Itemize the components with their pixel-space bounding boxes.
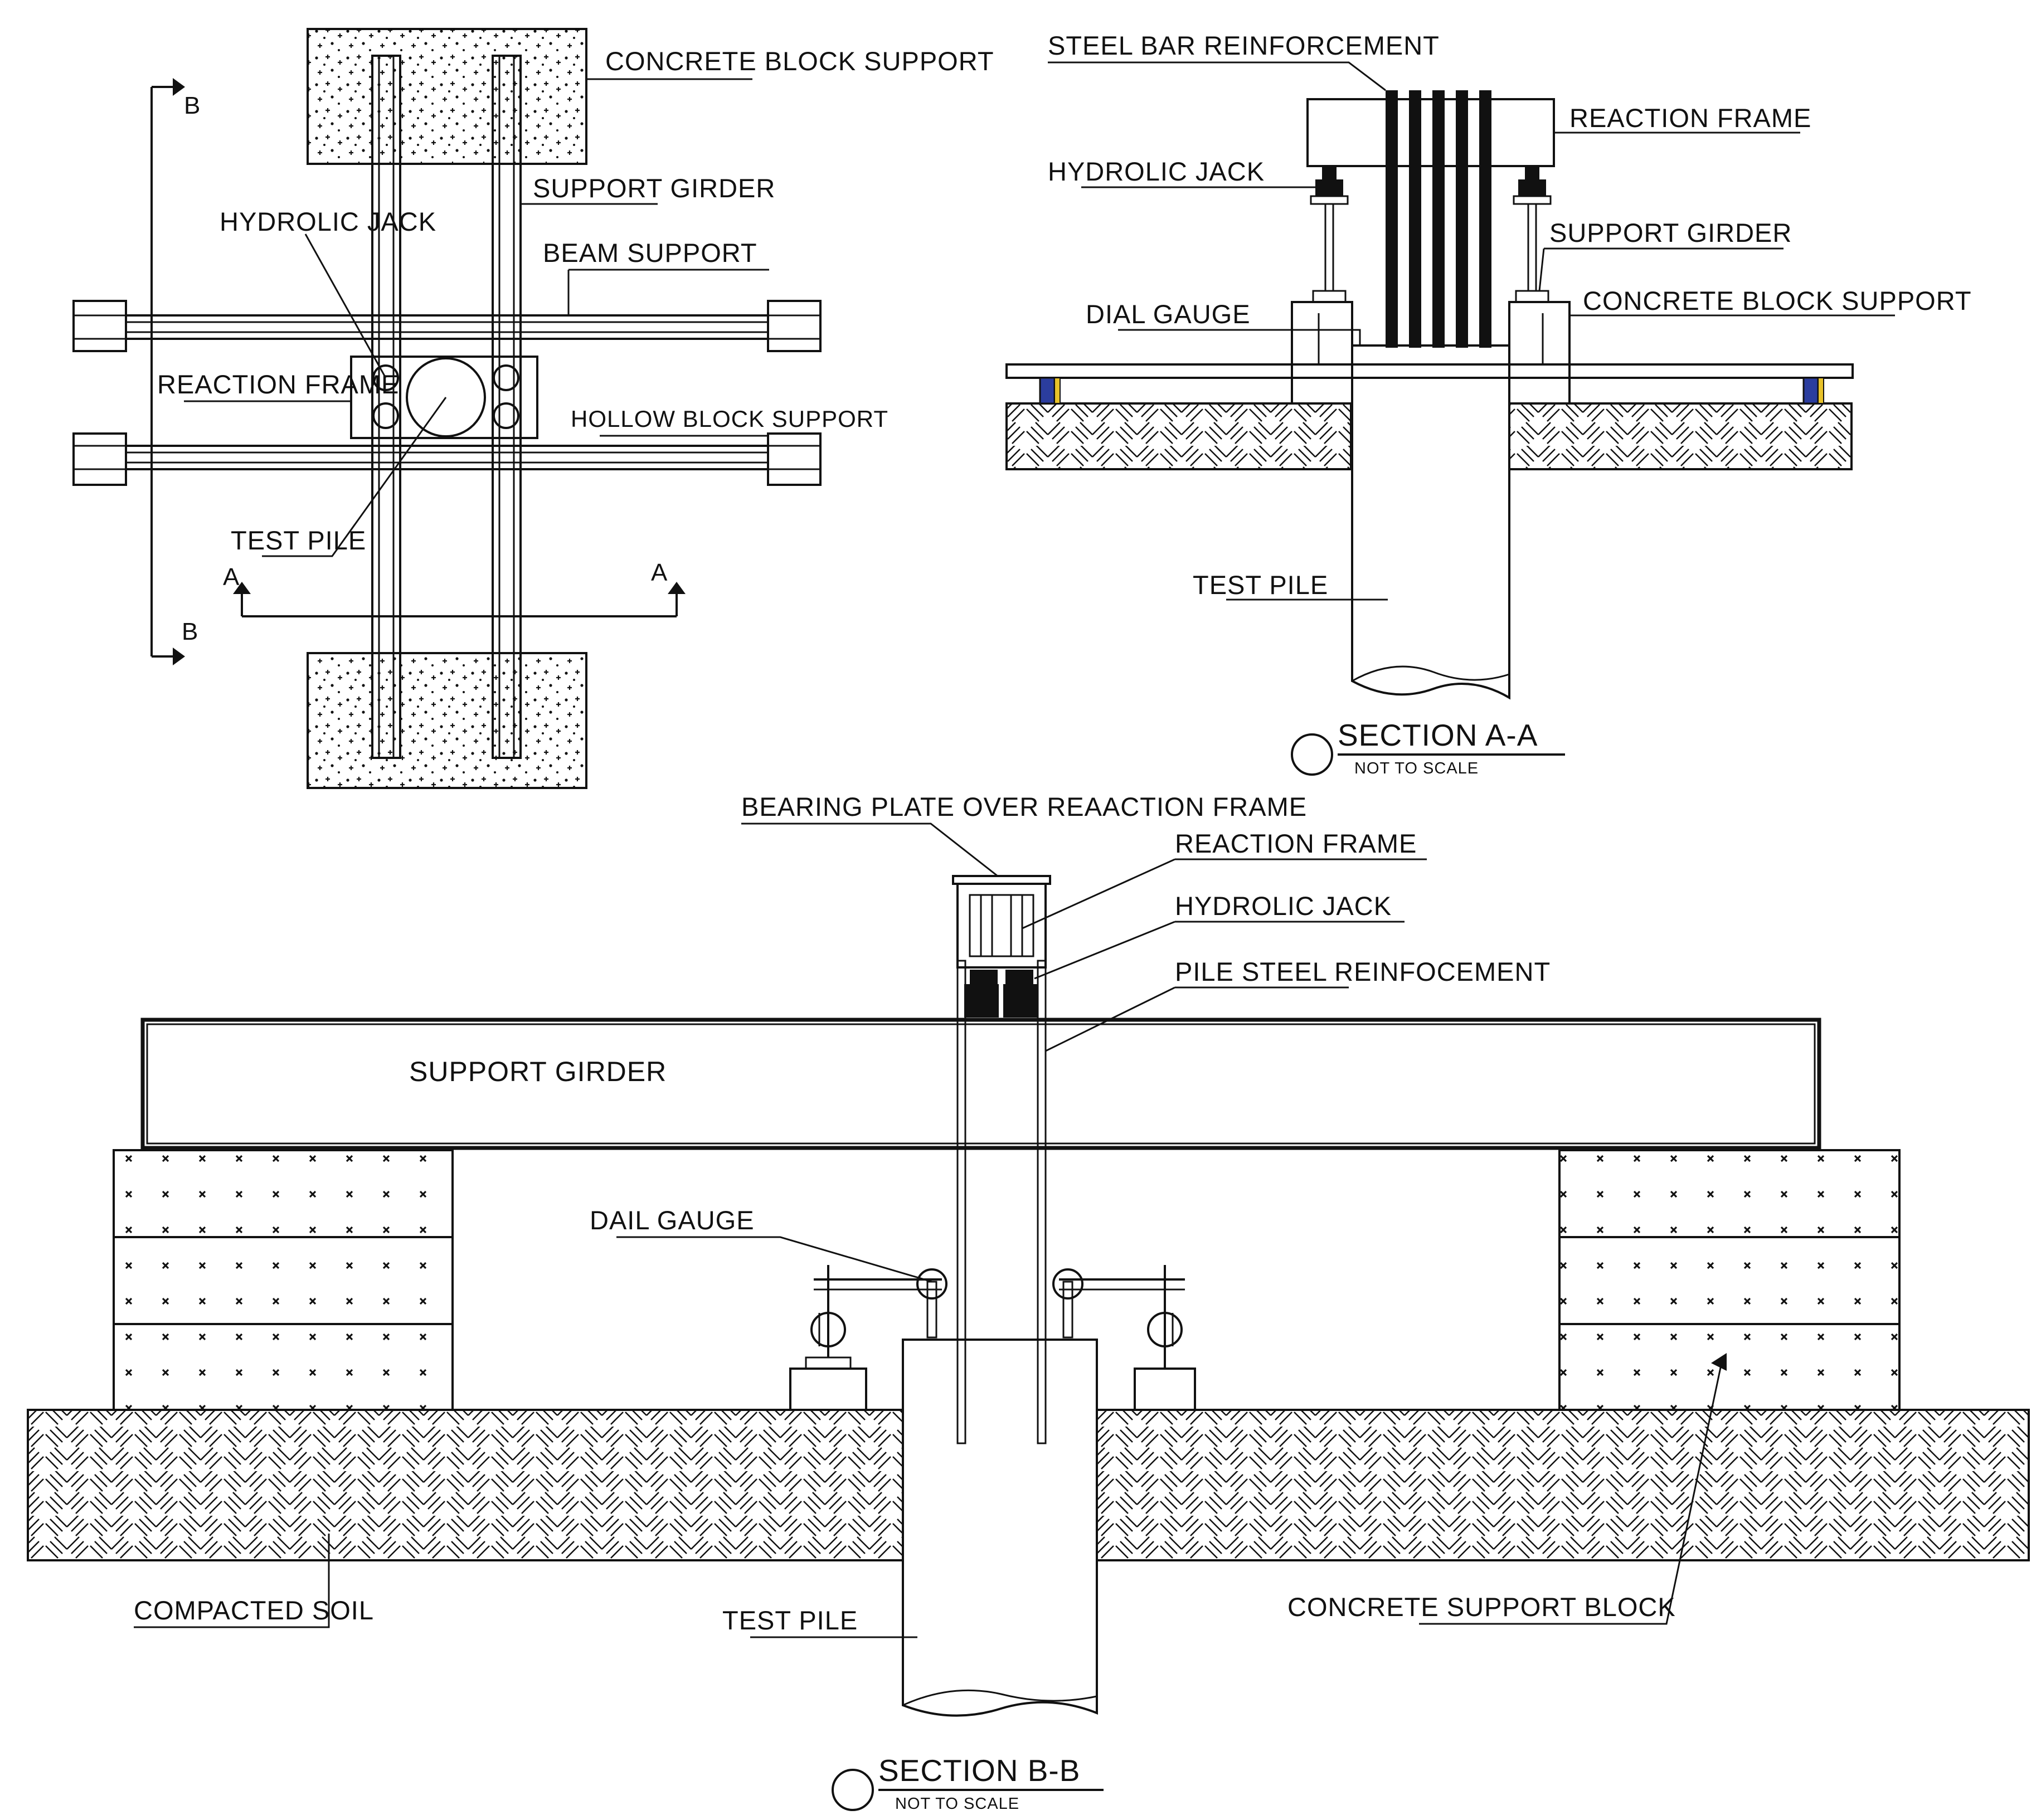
aa-label-dial-gauge: DIAL GAUGE: [1086, 299, 1251, 329]
bb-hydraulic-jack: [964, 970, 1038, 1018]
bb-label-support-girder: SUPPORT GIRDER: [409, 1056, 667, 1087]
plan-test-pile-circle: [406, 357, 486, 437]
bb-support-girder: [140, 1018, 1821, 1150]
aa-label-concrete-block-support: CONCRETE BLOCK SUPPORT: [1583, 286, 1972, 315]
aa-section-symbol: [1291, 733, 1333, 776]
aa-label-steel-bar-reinforcement: STEEL BAR REINFORCEMENT: [1048, 31, 1440, 60]
bb-dial-gauge-right: [1052, 1265, 1196, 1411]
section-mark-a-right: A: [651, 559, 668, 586]
bb-label-test-pile: TEST PILE: [722, 1605, 858, 1635]
section-line-aa: A A: [223, 559, 686, 617]
aa-section-title: SECTION A-A: [1338, 718, 1538, 752]
aa-steel-bars: [1386, 90, 1491, 348]
aa-soil-right: [1508, 402, 1853, 470]
bb-concrete-block-right: [1558, 1149, 1901, 1411]
plan-concrete-block-bottom: [307, 652, 587, 789]
aa-hydraulic-jacks: [1310, 166, 1552, 303]
plan-view: B B A A CONCRETE BLOCK SUPPORT SUPPORT G…: [72, 28, 994, 789]
aa-concrete-block-right: [1508, 301, 1571, 405]
bb-pile-steel-reinforcement: [956, 960, 1047, 1444]
aa-label-reaction-frame: REACTION FRAME: [1569, 103, 1811, 133]
section-mark-b-bottom: B: [182, 618, 198, 645]
plan-label-test-pile: TEST PILE: [231, 525, 366, 555]
bb-test-pile: [902, 1339, 1098, 1717]
bb-label-hydrolic-jack: HYDROLIC JACK: [1175, 891, 1392, 921]
bb-label-compacted-soil: COMPACTED SOIL: [134, 1595, 374, 1625]
section-aa-view: STEEL BAR REINFORCEMENT REACTION FRAME H…: [1005, 31, 1972, 777]
aa-support-girder: [1005, 363, 1854, 379]
bb-dial-gauge-left: [789, 1265, 947, 1411]
aa-reaction-frame: [1306, 98, 1555, 167]
plan-reaction-frame: [350, 356, 538, 439]
plan-label-reaction-frame: REACTION FRAME: [157, 369, 399, 399]
bb-section-title: SECTION B-B: [878, 1753, 1080, 1788]
section-mark-b-top: B: [184, 92, 201, 119]
bb-section-symbol: [832, 1769, 874, 1811]
plan-label-support-girder: SUPPORT GIRDER: [533, 173, 775, 203]
plan-label-beam-support: BEAM SUPPORT: [543, 238, 757, 267]
plan-label-concrete-block-support: CONCRETE BLOCK SUPPORT: [605, 46, 994, 76]
aa-test-pile: [1351, 344, 1510, 700]
plan-beam-supports: [72, 300, 822, 486]
section-mark-a-left: A: [223, 563, 240, 591]
bb-reaction-frame: [952, 875, 1051, 969]
aa-concrete-block-left: [1291, 301, 1353, 405]
bb-soil-left: [27, 1409, 904, 1561]
plan-label-hydrolic-jack: HYDROLIC JACK: [220, 207, 436, 236]
plan-label-hollow-block-support: HOLLOW BLOCK SUPPORT: [571, 406, 888, 432]
bb-scale-note: NOT TO SCALE: [895, 1795, 1019, 1813]
aa-scale-note: NOT TO SCALE: [1354, 760, 1479, 777]
aa-spacer-left: [1039, 377, 1056, 405]
bb-label-concrete-support-block: CONCRETE SUPPORT BLOCK: [1287, 1592, 1676, 1622]
aa-spacer-right: [1802, 377, 1819, 405]
plan-concrete-block-top: [307, 28, 587, 165]
bb-label-bearing-plate: BEARING PLATE OVER REAACTION FRAME: [741, 792, 1307, 821]
bb-soil-right: [1096, 1409, 2030, 1561]
aa-label-hydrolic-jack: HYDROLIC JACK: [1048, 157, 1265, 186]
aa-label-test-pile: TEST PILE: [1193, 570, 1328, 600]
bb-label-pile-steel-reinforcement: PILE STEEL REINFOCEMENT: [1175, 957, 1551, 986]
aa-label-support-girder: SUPPORT GIRDER: [1549, 218, 1792, 247]
bb-concrete-block-left: [113, 1149, 454, 1411]
section-bb-view: BEARING PLATE OVER REAACTION FRAME REACT…: [27, 792, 2030, 1813]
aa-soil-left: [1005, 402, 1352, 470]
bb-label-reaction-frame: REACTION FRAME: [1175, 829, 1417, 858]
section-line-bb: B B: [150, 78, 201, 665]
bb-label-dail-gauge: DAIL GAUGE: [590, 1205, 755, 1235]
